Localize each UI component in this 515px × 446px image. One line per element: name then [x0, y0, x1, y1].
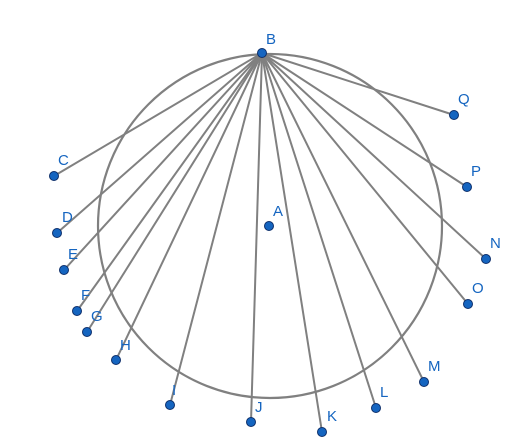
- segment-bj: [250, 52, 263, 423]
- segment-bh: [115, 52, 263, 361]
- point-l[interactable]: [371, 403, 381, 413]
- label-o: O: [472, 280, 484, 297]
- point-j[interactable]: [246, 417, 256, 427]
- label-f: F: [81, 287, 90, 304]
- segment-be: [63, 52, 263, 271]
- label-g: G: [91, 308, 103, 325]
- point-e[interactable]: [59, 265, 69, 275]
- circle-centered-at-a: [96, 52, 444, 400]
- point-b[interactable]: [257, 48, 267, 58]
- segment-bo: [261, 52, 469, 305]
- label-h: H: [120, 337, 131, 354]
- point-f[interactable]: [72, 306, 82, 316]
- segment-bl: [261, 52, 377, 409]
- label-d: D: [62, 209, 73, 226]
- segment-bn: [261, 52, 487, 260]
- segments-layer: [53, 52, 487, 433]
- label-i: I: [172, 382, 176, 399]
- point-h[interactable]: [111, 355, 121, 365]
- point-k[interactable]: [317, 427, 327, 437]
- points-layer: [49, 48, 491, 437]
- segment-bp: [261, 52, 468, 188]
- segment-bg: [86, 52, 263, 333]
- segment-bf: [76, 52, 263, 312]
- label-l: L: [380, 384, 388, 401]
- segment-bd: [56, 52, 263, 234]
- label-k: K: [327, 408, 337, 425]
- point-g[interactable]: [82, 327, 92, 337]
- label-a: A: [273, 203, 283, 220]
- label-e: E: [68, 246, 78, 263]
- label-m: M: [428, 358, 441, 375]
- point-p[interactable]: [462, 182, 472, 192]
- segment-bq: [261, 52, 455, 116]
- label-c: C: [58, 152, 69, 169]
- point-q[interactable]: [449, 110, 459, 120]
- segment-bc: [53, 52, 263, 177]
- point-i[interactable]: [165, 400, 175, 410]
- labels-layer: B A C D E FGH I J K L M O N P Q: [58, 31, 501, 425]
- point-o[interactable]: [463, 299, 473, 309]
- label-b: B: [266, 31, 276, 48]
- point-n[interactable]: [481, 254, 491, 264]
- segment-bk: [261, 52, 323, 433]
- point-d[interactable]: [52, 228, 62, 238]
- label-q: Q: [458, 91, 470, 108]
- label-j: J: [255, 399, 263, 416]
- point-a[interactable]: [264, 221, 274, 231]
- label-p: P: [471, 163, 481, 180]
- point-c[interactable]: [49, 171, 59, 181]
- segment-bm: [261, 52, 425, 383]
- point-m[interactable]: [419, 377, 429, 387]
- label-n: N: [490, 235, 501, 252]
- segment-bi: [169, 52, 263, 406]
